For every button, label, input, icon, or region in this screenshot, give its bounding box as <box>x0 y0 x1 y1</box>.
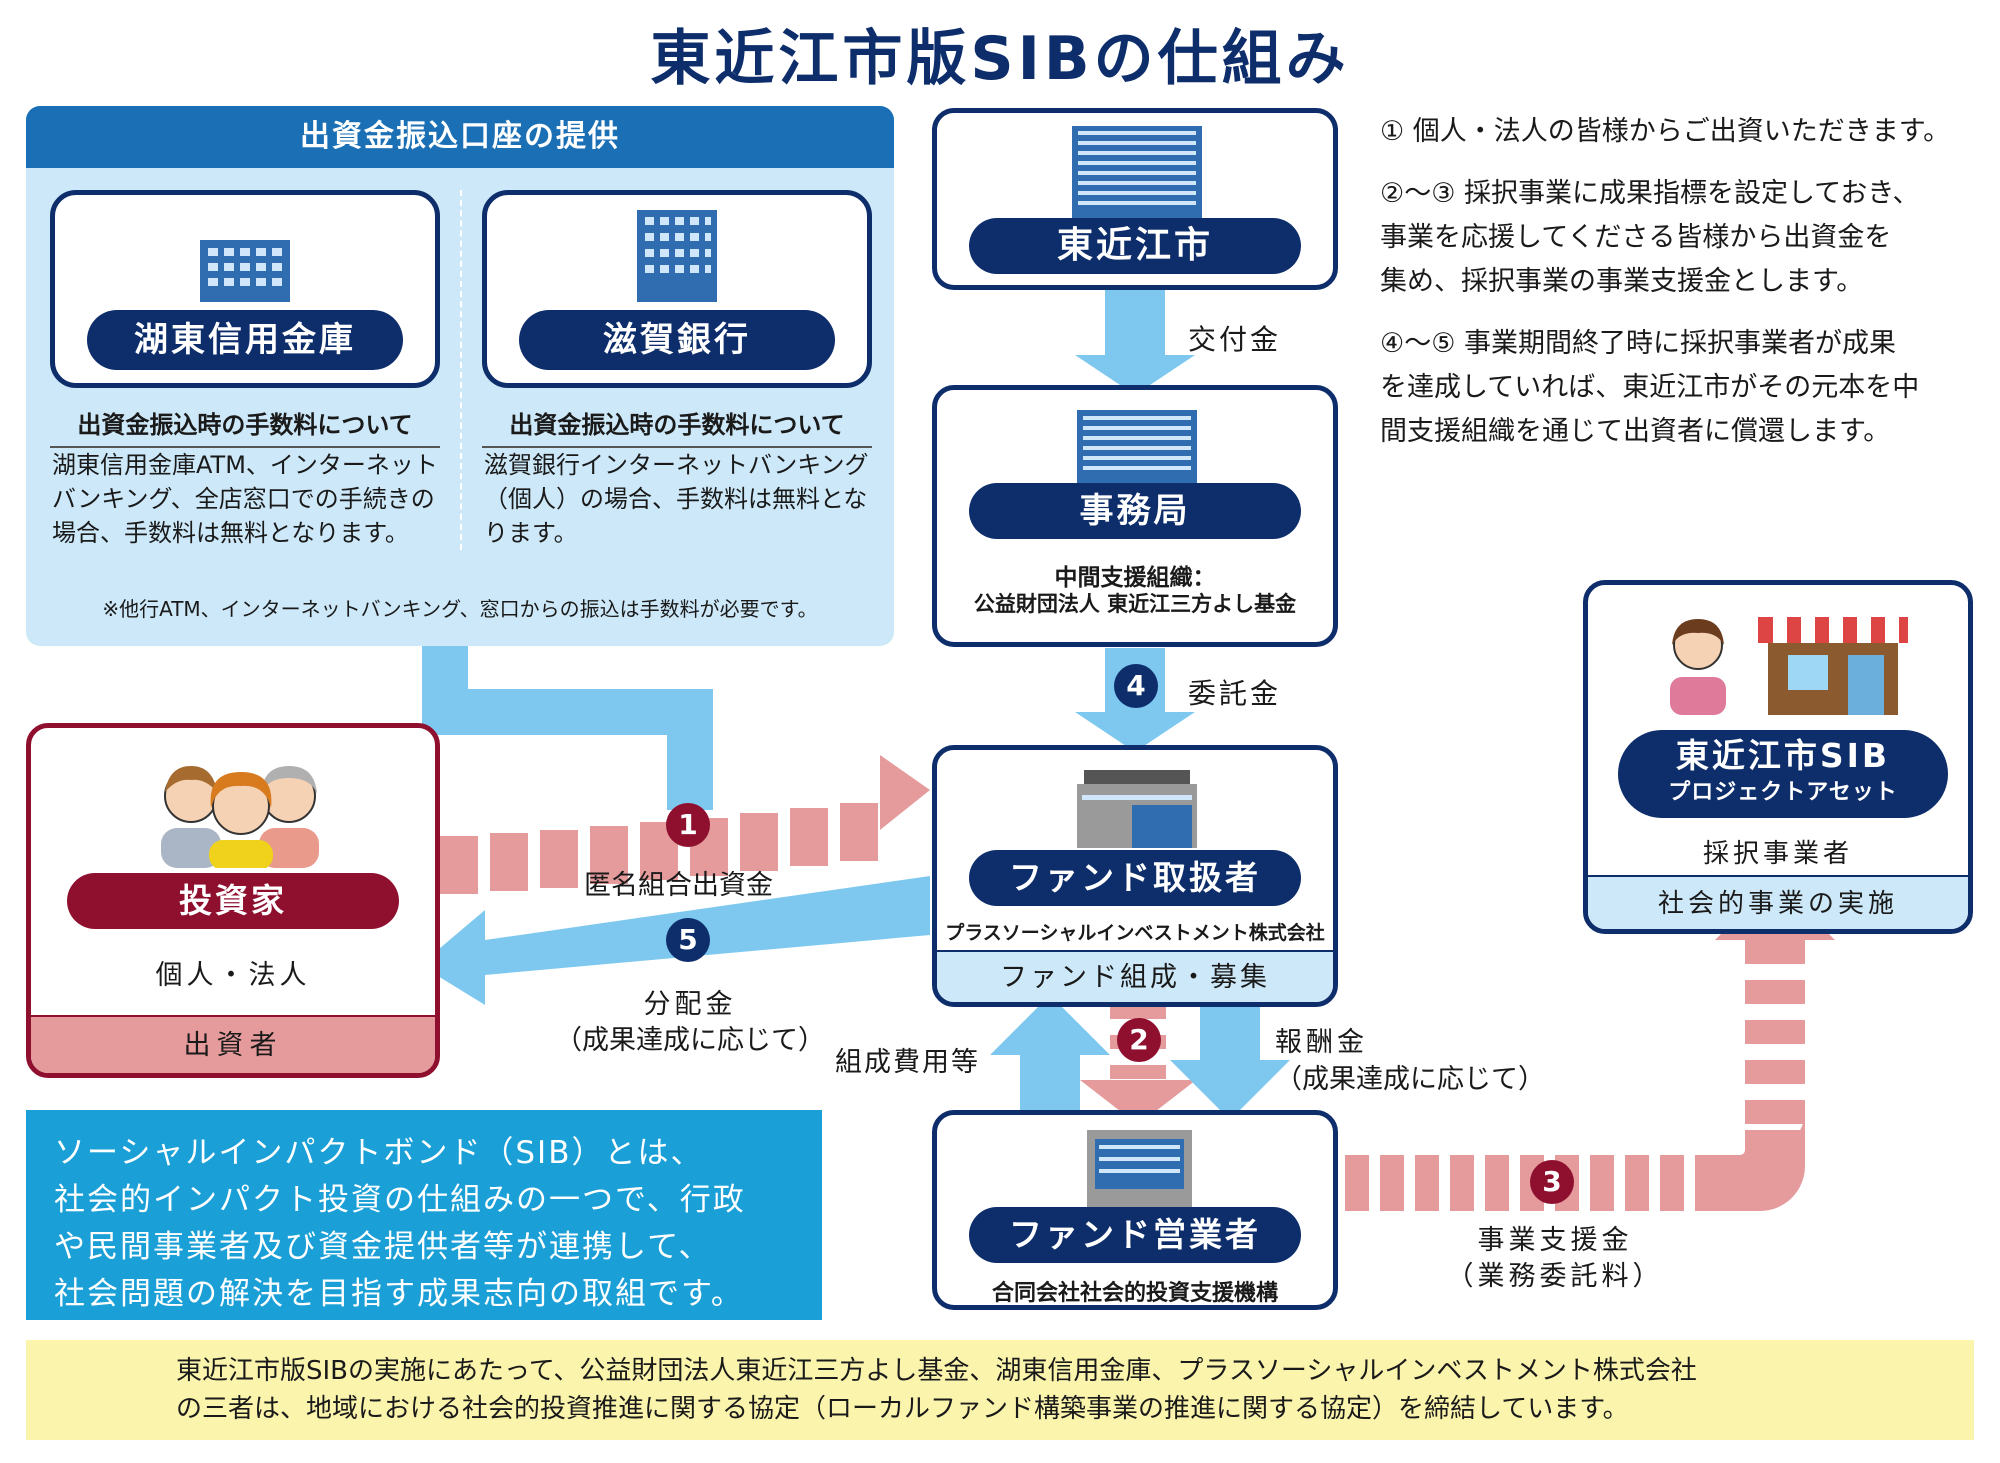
person <box>161 766 221 868</box>
building-icon <box>1077 410 1197 488</box>
handler-company: プラスソーシャルインベストメント株式会社 <box>945 922 1325 944</box>
explanation-3: ④～⑤ 事業期間終了時に採択事業者が成果 を達成していれば、東近江市がその元本を… <box>1380 328 1920 447</box>
grant-arrow <box>1075 290 1195 395</box>
explanation-list: ① 個人・法人の皆様からご出資いただきます。 ②～③ 採択事業に成果指標を設定し… <box>1380 110 1980 454</box>
handler-box: ファンド取扱者 プラスソーシャルインベストメント株式会社 ファンド組成・募集 <box>932 745 1338 1007</box>
office-sub2: 公益財団法人 東近江三方よし基金 <box>973 592 1297 616</box>
reward-arrow <box>1170 1005 1290 1120</box>
handler-band: ファンド組成・募集 <box>937 950 1333 1002</box>
bank-name-shiga: 滋賀銀行 <box>519 310 835 370</box>
office-box: 事務局 中間支援組織： 公益財団法人 東近江三方よし基金 <box>932 385 1338 647</box>
project-name: 東近江市SIB プロジェクトアセット <box>1618 730 1948 818</box>
bank-name-koto: 湖東信用金庫 <box>87 310 403 370</box>
building-icon <box>637 210 717 302</box>
project-band: 社会的事業の実施 <box>1588 875 1968 929</box>
investment-number: 1 <box>666 803 710 847</box>
operator-box: ファンド営業者 合同会社社会的投資支援機構 <box>932 1110 1338 1310</box>
fee-note: ※他行ATM、インターネットバンキング、窓口からの振込は手数料が必要です。 <box>102 597 818 621</box>
bank-card-shiga: 滋賀銀行 <box>482 190 872 388</box>
explanation-1: ① 個人・法人の皆様からご出資いただきます。 <box>1380 116 1951 147</box>
shop-icon <box>1670 617 1908 715</box>
fee-title-koto: 出資金振込時の手数料について <box>50 405 440 448</box>
operator-company: 合同会社社会的投資支援機構 <box>991 1281 1278 1306</box>
investor-name: 投資家 <box>67 873 399 929</box>
bank-panel-header: 出資金振込口座の提供 <box>26 106 894 168</box>
operator-name: ファンド営業者 <box>969 1207 1301 1263</box>
office-name: 事務局 <box>969 483 1301 539</box>
investor-band: 出資者 <box>31 1015 435 1073</box>
support-label: 事業支援金 <box>1477 1225 1633 1256</box>
page-title: 東近江市版SIBの仕組み <box>650 24 1350 94</box>
reward-label: 報酬金 <box>1275 1027 1368 1058</box>
setup-cost-label: 組成費用等 <box>835 1047 980 1078</box>
dividend-number: 5 <box>666 918 710 962</box>
bank-card-koto: 湖東信用金庫 <box>50 190 440 388</box>
setup-cost-arrow <box>990 995 1110 1110</box>
entrust-label: 委託金 <box>1188 677 1282 710</box>
reward-sub: （成果達成に応じて） <box>1275 1064 1545 1095</box>
explanation-2: ②～③ 採択事業に成果指標を設定しておき、 事業を応援してくださる皆様から出資金… <box>1380 178 1920 297</box>
investment-arrow <box>440 755 930 894</box>
fee-title-shiga: 出資金振込時の手数料について <box>482 405 872 448</box>
investor-box: 投資家 個人・法人 出資者 <box>26 723 440 1078</box>
project-box: 東近江市SIB プロジェクトアセット 採択事業者 社会的事業の実施 <box>1583 580 1973 934</box>
sib-definition: ソーシャルインパクトボンド（SIB）とは、 社会的インパクト投資の仕組みの一つで… <box>26 1110 822 1320</box>
dividend-sub: （成果達成に応じて） <box>555 1025 825 1056</box>
flow2-number: 2 <box>1117 1018 1161 1062</box>
bank-divider <box>460 190 462 550</box>
entrust-number: 4 <box>1114 664 1158 708</box>
investment-label: 匿名組合出資金 <box>584 870 773 901</box>
fee-text-shiga: 滋賀銀行インターネットバンキング （個人）の場合、手数料は無料とな ります。 <box>484 451 869 547</box>
building-icon <box>1077 770 1197 848</box>
project-sub: 採択事業者 <box>1702 839 1853 869</box>
handler-name: ファンド取扱者 <box>969 850 1301 906</box>
fee-text-koto: 湖東信用金庫ATM、インターネット バンキング、全店窓口での手続きの 場合、手数… <box>52 451 438 547</box>
agreement-note: 東近江市版SIBの実施にあたって、公益財団法人東近江三方よし基金、湖東信用金庫、… <box>26 1340 1974 1440</box>
building-icon <box>1087 1130 1192 1210</box>
bank-connector <box>422 646 713 810</box>
project-name2: プロジェクトアセット <box>1668 780 1898 805</box>
building-icon <box>200 240 290 302</box>
building-icon <box>1072 126 1202 224</box>
dividend-label: 分配金 <box>643 989 737 1020</box>
people-icon <box>161 766 319 868</box>
project-name1: 東近江市SIB <box>1675 736 1891 775</box>
support-sub: （業務委託料） <box>1446 1261 1664 1292</box>
city-name: 東近江市 <box>969 218 1301 274</box>
support-number: 3 <box>1530 1160 1574 1204</box>
investor-sub: 個人・法人 <box>155 960 311 991</box>
grant-label: 交付金 <box>1188 323 1282 356</box>
office-sub1: 中間支援組織： <box>1054 565 1216 591</box>
city-box: 東近江市 <box>932 108 1338 290</box>
